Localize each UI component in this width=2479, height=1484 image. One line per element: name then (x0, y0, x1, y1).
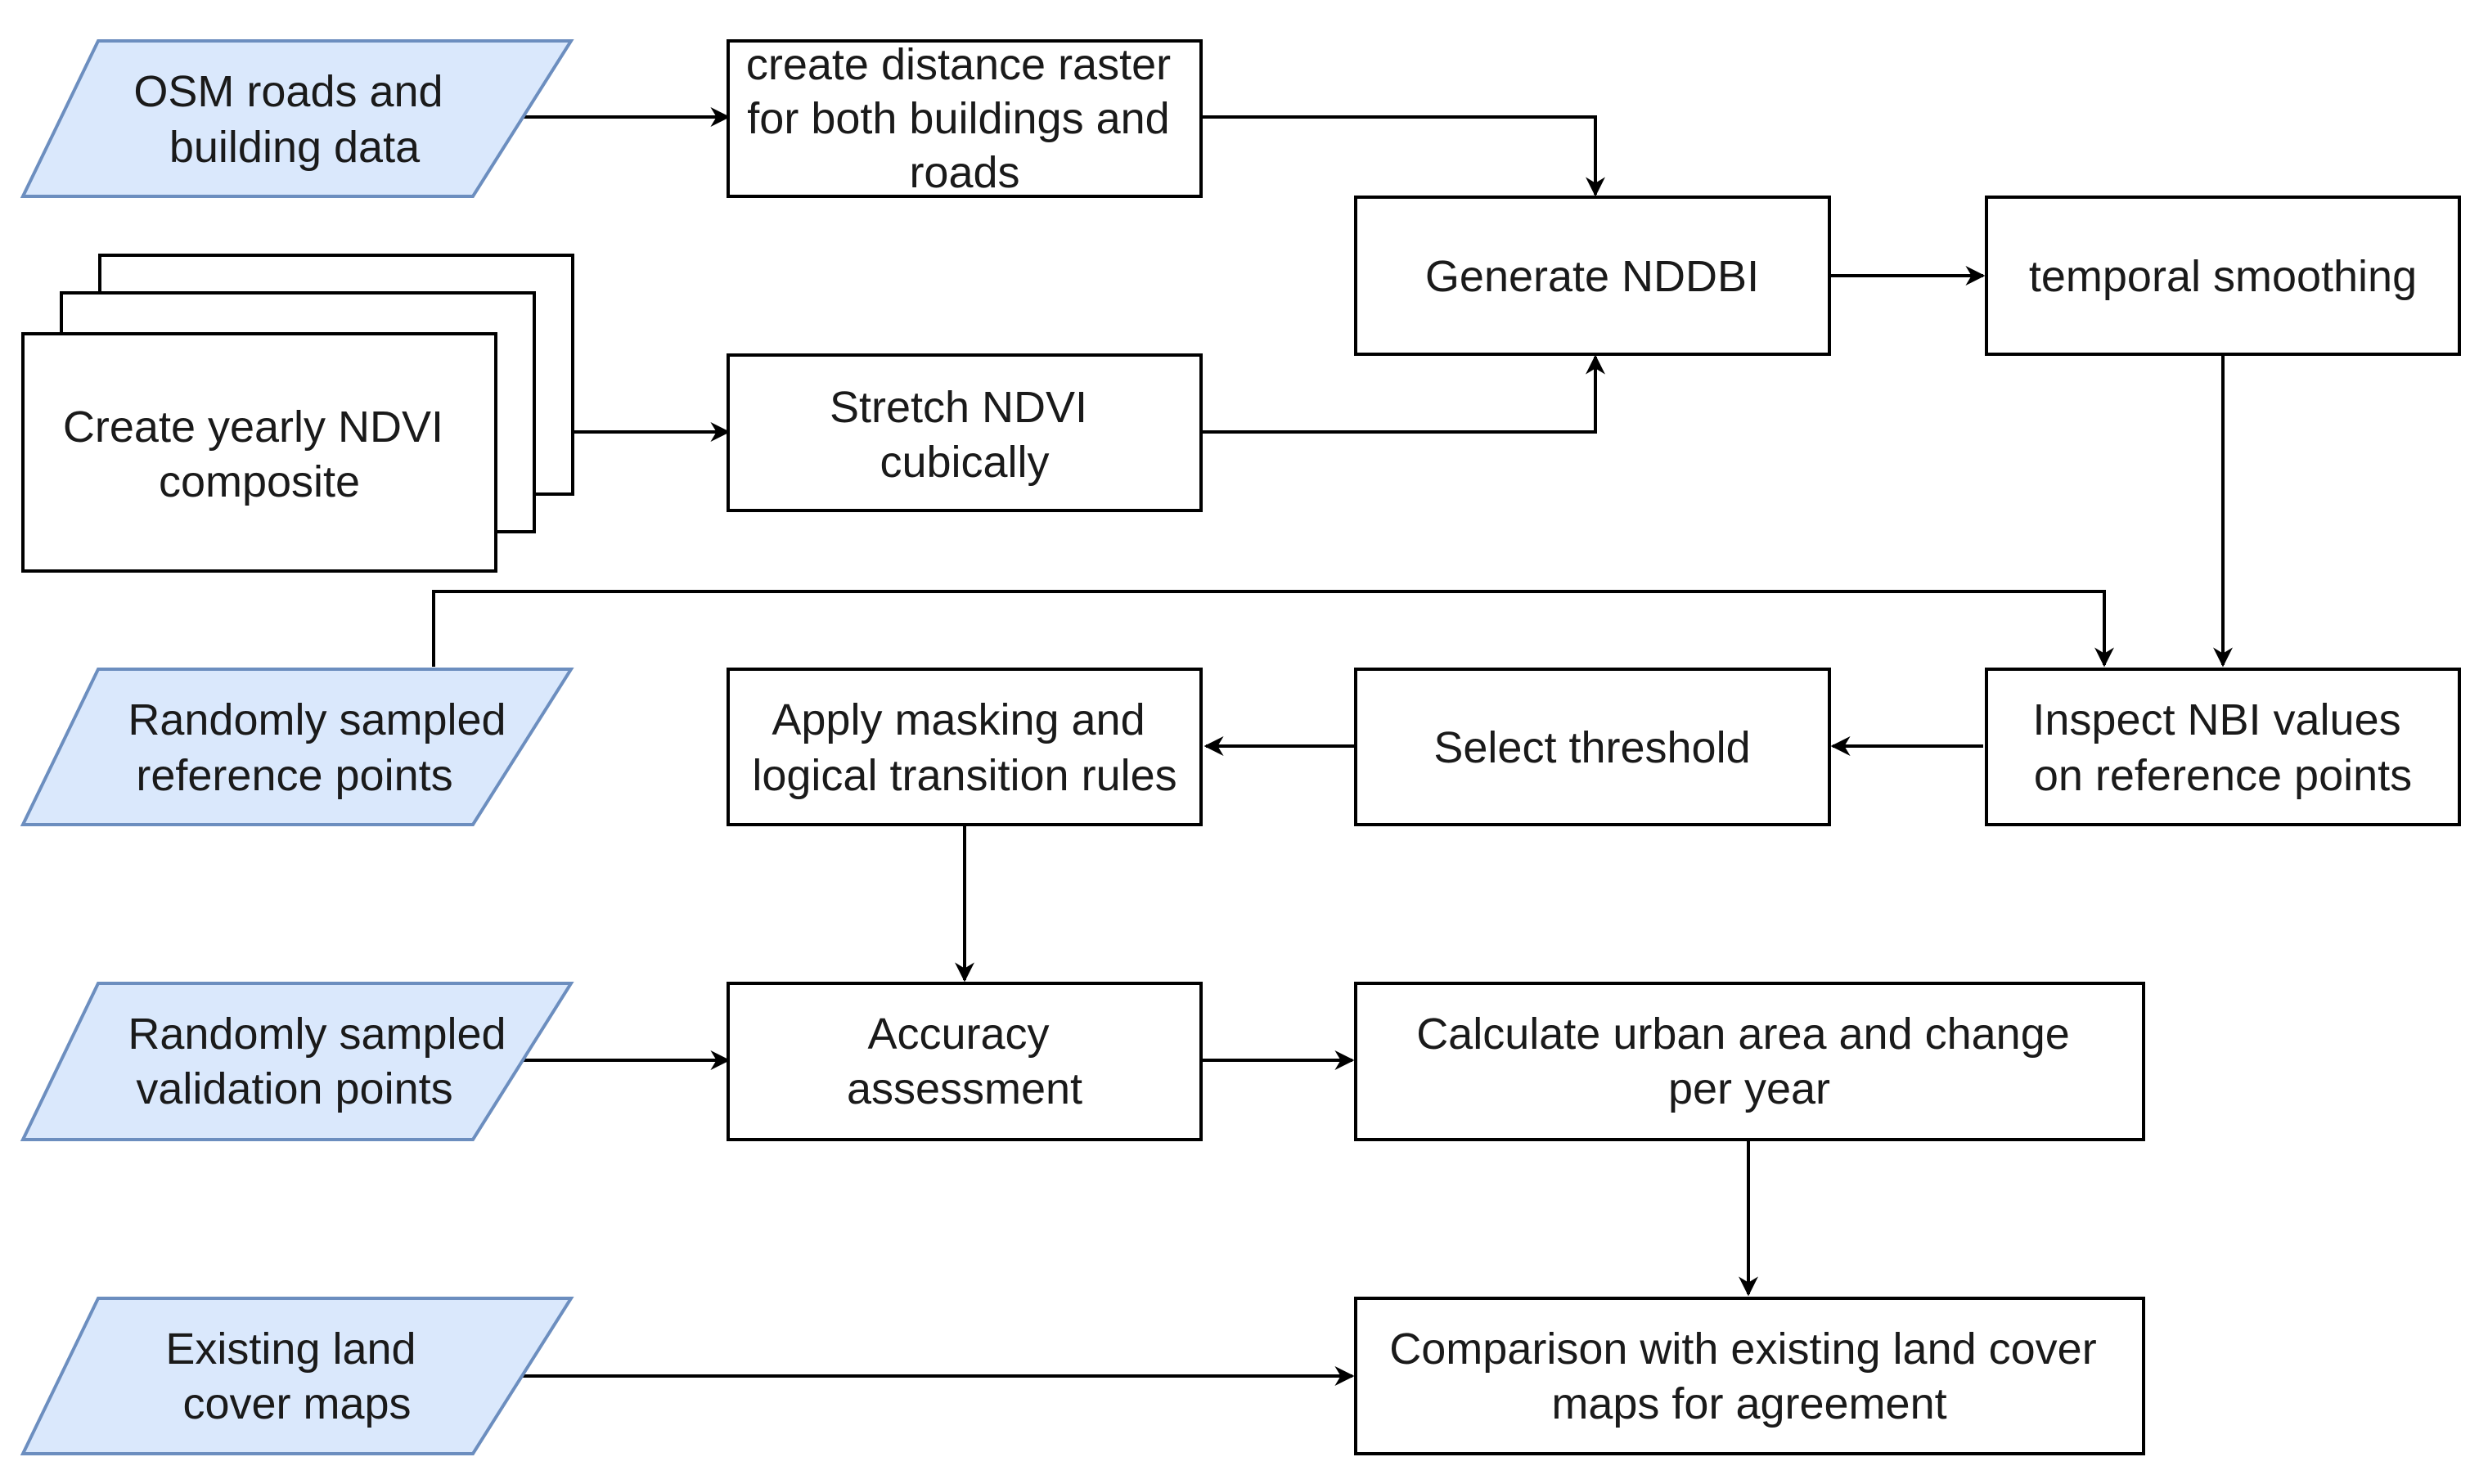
node-reference-points-label: Randomly sampled reference points (128, 695, 518, 800)
node-reference-points: Randomly sampled reference points (20, 668, 574, 826)
node-distance-raster: create distance raster for both building… (727, 39, 1203, 198)
edge-distance-to-nddbi (1201, 115, 1605, 197)
node-stretch-ndvi-label: Stretch NDVI cubically (830, 383, 1100, 487)
node-distance-raster-label: create distance raster for both building… (746, 40, 1183, 197)
node-accuracy-assessment: Accuracy assessment (727, 982, 1203, 1141)
node-generate-nddbi: Generate NDDBI (1354, 196, 1831, 356)
node-inspect-nbi: Inspect NBI values on reference points (1985, 668, 2461, 826)
nodes: OSM roads and building data create dista… (20, 39, 2461, 1455)
node-apply-masking-label: Apply masking and logical transition rul… (752, 695, 1177, 800)
node-existing-land-cover: Existing land cover maps (20, 1297, 574, 1455)
node-accuracy-assessment-label: Accuracy assessment (847, 1010, 1082, 1113)
node-validation-points: Randomly sampled validation points (20, 982, 574, 1141)
node-calculate-urban-area: Calculate urban area and change per year (1354, 982, 2145, 1141)
node-stretch-ndvi: Stretch NDVI cubically (727, 353, 1203, 512)
node-select-threshold: Select threshold (1354, 668, 1831, 826)
node-comparison: Comparison with existing land cover maps… (1354, 1297, 2145, 1455)
node-calculate-urban-area-label: Calculate urban area and change per year (1416, 1010, 2082, 1113)
node-ndvi-composite-label: Create yearly NDVI composite (63, 402, 456, 506)
node-existing-land-cover-label: Existing land cover maps (165, 1324, 428, 1428)
node-apply-masking: Apply masking and logical transition rul… (727, 668, 1203, 826)
stack-layer-front (21, 332, 497, 573)
node-temporal-smoothing-label: temporal smoothing (2029, 252, 2417, 301)
node-osm-data-label: OSM roads and building data (133, 67, 455, 172)
node-ndvi-composite: Create yearly NDVI composite (21, 254, 574, 573)
node-osm-data: OSM roads and building data (20, 39, 574, 198)
node-comparison-label: Comparison with existing land cover maps… (1389, 1324, 2108, 1428)
node-validation-points-label: Randomly sampled validation points (128, 1010, 518, 1113)
node-generate-nddbi-label: Generate NDDBI (1425, 252, 1759, 301)
edge-stretch-to-nddbi (1201, 354, 1605, 434)
edges (432, 107, 2233, 1386)
node-temporal-smoothing: temporal smoothing (1985, 196, 2461, 356)
node-select-threshold-label: Select threshold (1433, 723, 1750, 772)
edge-refpoints-to-inspect (432, 590, 2114, 668)
node-inspect-nbi-label: Inspect NBI values on reference points (2032, 695, 2413, 800)
